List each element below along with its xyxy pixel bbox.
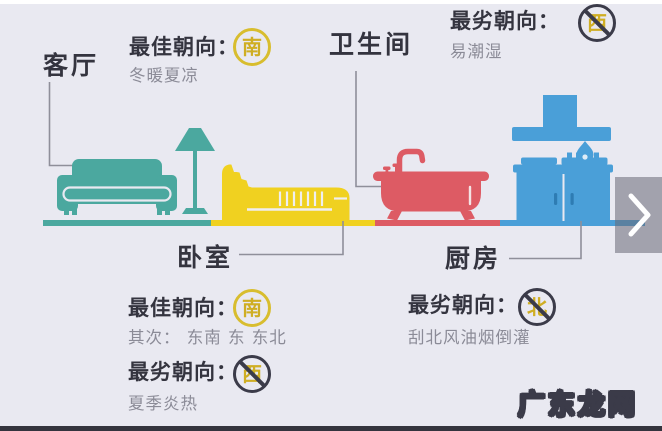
floor-lamp-illustration — [175, 128, 215, 214]
kitchen-illustration — [512, 95, 613, 221]
kitchen-label: 厨房 — [445, 244, 502, 273]
bathroom-worst-note: 易潮湿 — [450, 42, 503, 61]
carousel-next-button[interactable] — [615, 177, 662, 253]
chevron-right-icon — [628, 193, 650, 237]
living-room-best-heading: 最佳朝向： — [129, 35, 239, 59]
kitchen-worst-note: 刮北风油烟倒灌 — [408, 328, 531, 347]
direction-badge-south-bedroom: 南 — [233, 289, 271, 327]
kitchen-worst-heading: 最劣朝向： — [408, 293, 518, 317]
ground-line — [43, 220, 645, 226]
bed-illustration — [222, 163, 350, 221]
direction-char: 西 — [587, 11, 607, 35]
direction-badge-south-living: 南 — [233, 28, 271, 66]
sofa-illustration — [57, 159, 177, 215]
bathtub-illustration — [373, 148, 489, 221]
direction-badge-north-kitchen: 北 — [518, 288, 556, 326]
bathroom-label: 卫生间 — [329, 30, 414, 59]
site-watermark: 广东龙网 — [517, 389, 638, 421]
bedroom-worst-note: 夏季炎热 — [128, 394, 198, 413]
living-room-best-note: 冬暖夏凉 — [129, 66, 199, 85]
bathroom-worst-heading: 最劣朝向： — [450, 9, 560, 33]
living-room-label: 客厅 — [43, 51, 100, 80]
bedroom-best-heading: 最佳朝向： — [128, 296, 238, 320]
direction-badge-west-bedroom: 西 — [233, 355, 271, 393]
bedroom-worst-heading: 最劣朝向： — [128, 360, 238, 384]
bottom-dark-strip — [0, 426, 662, 431]
direction-char: 南 — [242, 35, 262, 59]
direction-char: 南 — [242, 296, 262, 320]
top-white-strip — [0, 0, 662, 4]
direction-badge-west-bathroom: 西 — [578, 4, 616, 42]
callout-dots — [76, 162, 585, 215]
direction-char: 西 — [242, 362, 262, 386]
bedroom-label: 卧室 — [177, 243, 234, 272]
bedroom-secondary-note: 其次： 东南 东 东北 — [128, 328, 287, 347]
callout-lines — [48, 71, 582, 260]
direction-char: 北 — [527, 295, 547, 319]
